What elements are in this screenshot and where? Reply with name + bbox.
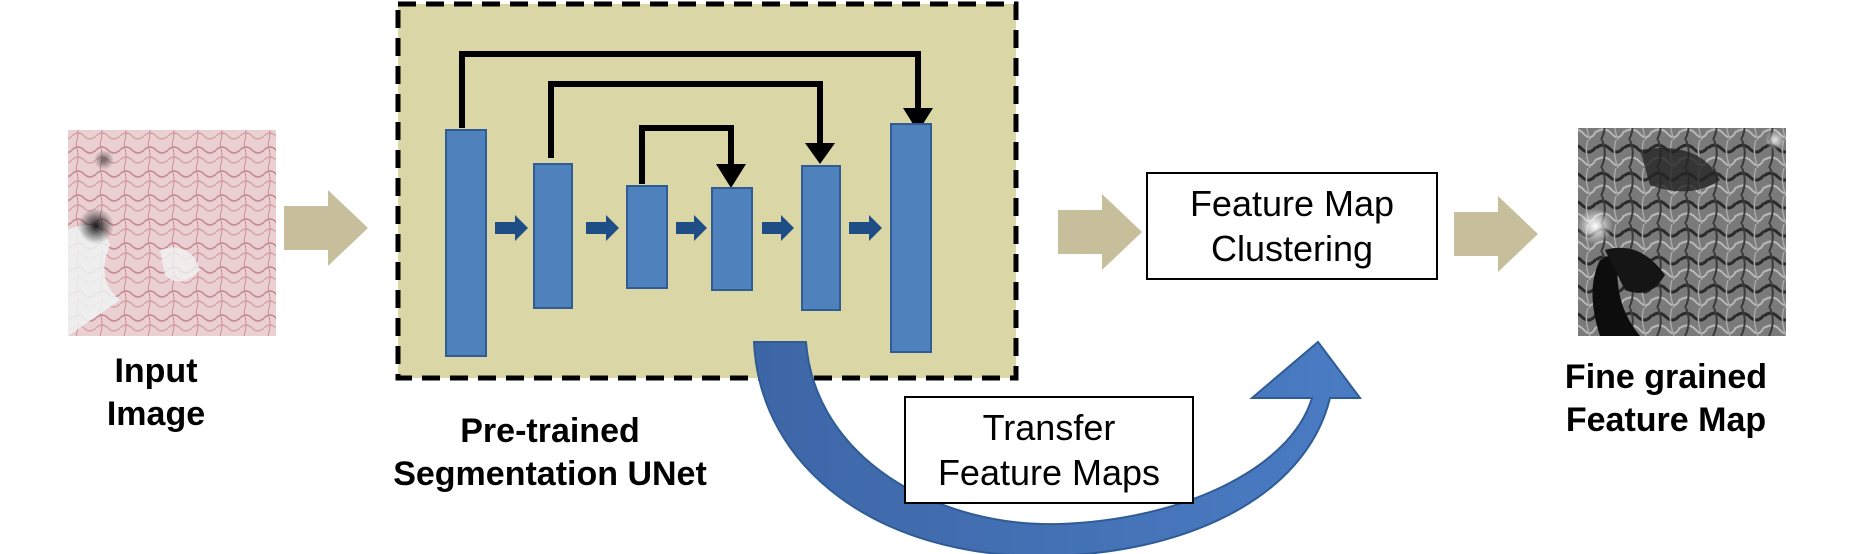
transfer-feature-maps-box: Transfer Feature Maps — [904, 396, 1194, 504]
input-image-label: Input Image — [76, 350, 236, 435]
unet-label-line2: Segmentation UNet — [393, 454, 707, 493]
unet-bottleneck-block-2 — [711, 187, 753, 291]
clustering-label-line1: Feature Map — [1189, 183, 1395, 224]
input-image-label-line1: Input — [114, 352, 198, 390]
unet-decoder-block-1 — [801, 165, 841, 311]
unet-encoder-block-1 — [445, 129, 487, 357]
unet-bottleneck-block-1 — [626, 185, 668, 289]
unet-decoder-block-2 — [890, 123, 932, 353]
skip-arrowheads — [716, 108, 933, 188]
output-label-line2: Feature Map — [1565, 400, 1767, 439]
unet-small-arrows — [495, 215, 882, 241]
feature-map-clustering-box: Feature Map Clustering — [1146, 172, 1438, 280]
output-label-line1: Fine grained — [1564, 358, 1768, 396]
unet-label-line1: Pre-trained — [460, 412, 640, 450]
input-image — [68, 130, 276, 336]
transfer-label-line2: Feature Maps — [937, 452, 1161, 493]
output-image-label: Fine grained Feature Map — [1516, 356, 1816, 441]
unet-label: Pre-trained Segmentation UNet — [360, 410, 740, 495]
input-image-label-line2: Image — [106, 394, 206, 433]
output-image — [1577, 128, 1786, 336]
flow-arrow-clustering-to-output — [1454, 196, 1538, 272]
flow-arrow-input-to-unet — [284, 190, 368, 266]
unet-encoder-block-2 — [533, 163, 573, 309]
transfer-label-line1: Transfer — [982, 407, 1116, 448]
flow-arrow-unet-to-clustering — [1058, 194, 1142, 270]
unet-blocks — [445, 123, 932, 357]
skip-connections — [459, 51, 921, 184]
clustering-label-line2: Clustering — [1210, 228, 1374, 269]
